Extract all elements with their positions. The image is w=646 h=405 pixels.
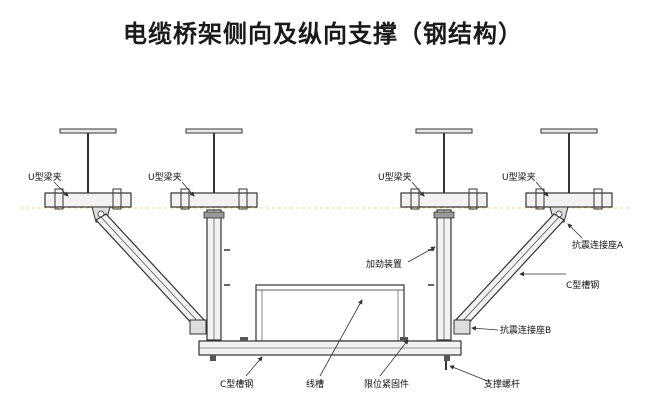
steel-beam-1 (59, 128, 117, 193)
label-u-clamp-3: U型梁夹 (378, 171, 412, 183)
diagonal-brace-left (95, 213, 207, 329)
label-seismic-seat-a: 抗震连接座A (572, 239, 624, 251)
diagonal-brace-right (453, 213, 565, 329)
vertical-hanger-left (203, 209, 230, 341)
label-c-channel-right: C型槽钢 (566, 279, 599, 291)
label-u-clamp-2: U型梁夹 (148, 171, 182, 183)
steel-beam-2 (185, 128, 243, 193)
seismic-seat-b-left (189, 319, 207, 335)
label-seismic-seat-b: 抗震连接座B (500, 324, 551, 336)
bottom-c-channel (198, 337, 462, 361)
leader-lines (53, 181, 583, 383)
seismic-seat-b-right (453, 319, 471, 335)
label-stiffener: 加劲装置 (366, 258, 402, 270)
label-c-channel-bottom: C型槽钢 (220, 378, 253, 390)
label-u-clamp-1: U型梁夹 (28, 171, 62, 183)
vertical-hanger-right (428, 209, 455, 341)
label-support-rod: 支撑螺杆 (484, 378, 520, 390)
label-cable-tray: 线槽 (306, 378, 324, 390)
steel-beam-3 (415, 128, 473, 193)
label-u-clamp-4: U型梁夹 (502, 171, 536, 183)
steel-beam-4 (540, 128, 598, 193)
label-limit-fastener: 限位紧固件 (364, 378, 409, 390)
diagram-title: 电缆桥架侧向及纵向支撑（钢结构） (123, 20, 523, 48)
cable-tray (255, 284, 405, 342)
